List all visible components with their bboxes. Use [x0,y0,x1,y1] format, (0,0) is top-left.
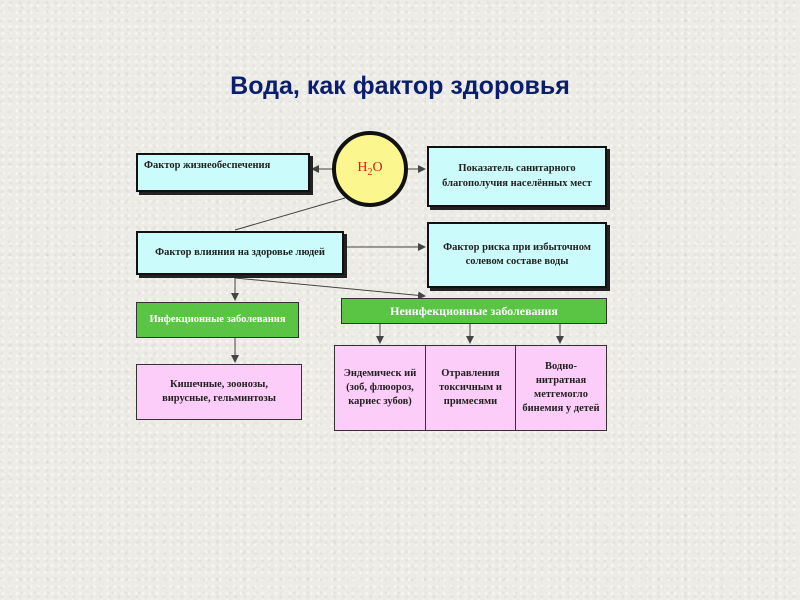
box-nitrate: Водно-нитратная метгемогло бинемия у дет… [515,345,607,431]
box-infectious-label: Инфекционные заболевания [149,313,286,325]
h2o-formula: H2O [357,160,383,178]
box-life-support: Фактор жизнеобеспечения [136,153,310,192]
h2o-circle: H2O [332,131,408,207]
box-endemic-label: Эндемическ ий (зоб, флюороз, кариес зубо… [343,367,417,408]
box-poisoning-label: Отравления токсичным и примесями [439,367,502,408]
box-risk: Фактор риска при избыточном солевом сост… [427,222,607,288]
box-health-influence: Фактор влияния на здоровье людей [136,231,344,275]
box-infectious-detail-label: Кишечные, зоонозы, вирусные, гельминтозы [162,378,276,404]
box-health-influence-label: Фактор влияния на здоровье людей [155,246,325,258]
box-poisoning: Отравления токсичным и примесями [425,345,516,431]
box-life-support-label: Фактор жизнеобеспечения [144,160,271,171]
box-non-infectious-label: Неинфекционные заболевания [390,303,558,318]
box-risk-label: Фактор риска при избыточном солевом сост… [443,241,591,267]
box-non-infectious: Неинфекционные заболевания [341,298,607,324]
box-infectious: Инфекционные заболевания [136,302,299,338]
box-infectious-detail: Кишечные, зоонозы, вирусные, гельминтозы [136,364,302,420]
line-center-to-health [234,197,346,231]
box-sanitary-label: Показатель санитарного благополучия насе… [442,163,592,189]
arrow-to-non-infectious [234,277,426,300]
box-nitrate-label: Водно-нитратная метгемогло бинемия у дет… [522,360,600,415]
box-sanitary: Показатель санитарного благополучия насе… [427,146,607,207]
box-endemic: Эндемическ ий (зоб, флюороз, кариес зубо… [334,345,426,431]
page-title: Вода, как фактор здоровья [230,72,570,100]
